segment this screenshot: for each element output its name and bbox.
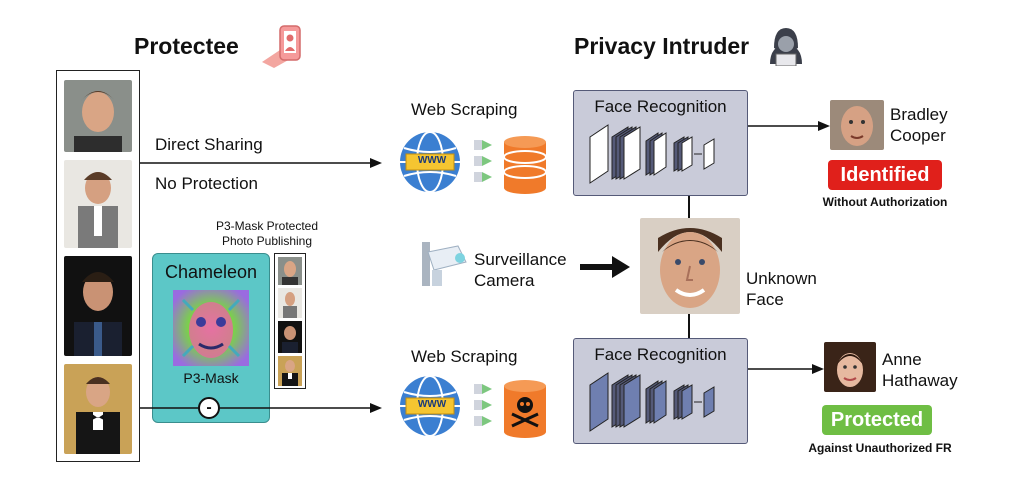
top-caption: Without Authorization	[822, 195, 948, 209]
phone-hand-icon	[262, 25, 301, 68]
bottom-caption: Against Unauthorized FR	[808, 441, 952, 455]
top-result-line1: Bradley	[890, 105, 948, 124]
bottom-face-recognition-box: Face Recognition	[573, 338, 748, 444]
p3-publishing-line1: P3-Mask Protected	[215, 219, 319, 233]
bottom-www-label: WWW	[417, 399, 447, 410]
p3-mask-label: P3-Mask	[183, 370, 239, 386]
no-protection-label: No Protection	[155, 174, 258, 193]
bottom-scraping-graphic	[400, 375, 546, 438]
chameleon-box: Chameleon P3-Mask	[152, 253, 270, 423]
face-line2: Face	[746, 290, 784, 309]
unknown-face-label: Unknown Face	[746, 268, 817, 310]
top-face-recognition-box: Face Recognition	[573, 90, 748, 196]
globe-icon	[400, 375, 460, 437]
camera-label: Surveillance Camera	[474, 249, 567, 291]
protectee-photo-1	[64, 80, 132, 152]
camera-line1: Surveillance	[474, 250, 567, 269]
direct-sharing-label: Direct Sharing	[155, 135, 263, 154]
unknown-face-photo	[640, 218, 740, 314]
protected-badge: Protected	[822, 405, 932, 435]
bottom-web-scraping-label: Web Scraping	[411, 347, 518, 366]
p3-publishing-label: P3-Mask Protected Photo Publishing	[208, 219, 326, 249]
face-line1: Unknown	[746, 269, 817, 288]
anne-hathaway-face	[824, 342, 876, 392]
database-icon	[503, 136, 547, 194]
protected-photo-strip	[274, 253, 306, 389]
top-fr-title: Face Recognition	[594, 97, 727, 116]
bottom-result-line2: Hathaway	[882, 371, 958, 390]
protectee-photo-column	[56, 70, 140, 462]
camera-to-face-arrow	[580, 256, 630, 278]
poisoned-database-icon	[504, 380, 546, 438]
top-result-line2: Cooper	[890, 126, 946, 145]
p3-publishing-arrow	[140, 403, 382, 413]
hacker-icon	[770, 28, 802, 66]
top-connector	[688, 196, 690, 218]
protectee-title: Protectee	[134, 33, 239, 59]
protected-photo-3	[278, 321, 302, 353]
camera-line2: Camera	[474, 271, 535, 290]
scrape-arrows-icon	[474, 384, 492, 426]
direct-sharing-arrow	[140, 158, 382, 168]
protected-photo-1	[278, 257, 302, 285]
protected-photo-4	[278, 356, 302, 386]
p3-mask-image	[173, 290, 249, 366]
protectee-photo-2	[64, 160, 132, 248]
subtract-op-icon: -	[198, 397, 220, 419]
bottom-result-line1: Anne	[882, 350, 922, 369]
bradley-cooper-face	[830, 100, 884, 150]
bottom-result-name: Anne Hathaway	[882, 349, 958, 391]
top-web-scraping-label: Web Scraping	[411, 100, 518, 119]
top-result-arrow	[748, 121, 830, 131]
bottom-result-arrow	[748, 364, 824, 374]
surveillance-camera-icon	[422, 242, 467, 286]
scrape-arrows-icon	[474, 140, 492, 182]
bottom-connector	[688, 314, 690, 338]
intruder-title: Privacy Intruder	[574, 33, 750, 59]
bottom-cnn-layers-icon	[589, 372, 715, 432]
identified-badge: Identified	[828, 160, 942, 190]
top-scraping-graphic	[400, 131, 547, 194]
protectee-photo-4	[64, 364, 132, 454]
protectee-photo-3	[64, 256, 132, 356]
bottom-fr-title: Face Recognition	[594, 345, 727, 364]
top-result-name: Bradley Cooper	[890, 104, 948, 146]
chameleon-title: Chameleon	[164, 262, 258, 282]
globe-icon	[400, 131, 460, 193]
top-www-label: WWW	[417, 155, 447, 166]
p3-publishing-line2: Photo Publishing	[221, 234, 313, 248]
top-cnn-layers-icon	[589, 124, 715, 184]
protected-photo-2	[278, 288, 302, 318]
